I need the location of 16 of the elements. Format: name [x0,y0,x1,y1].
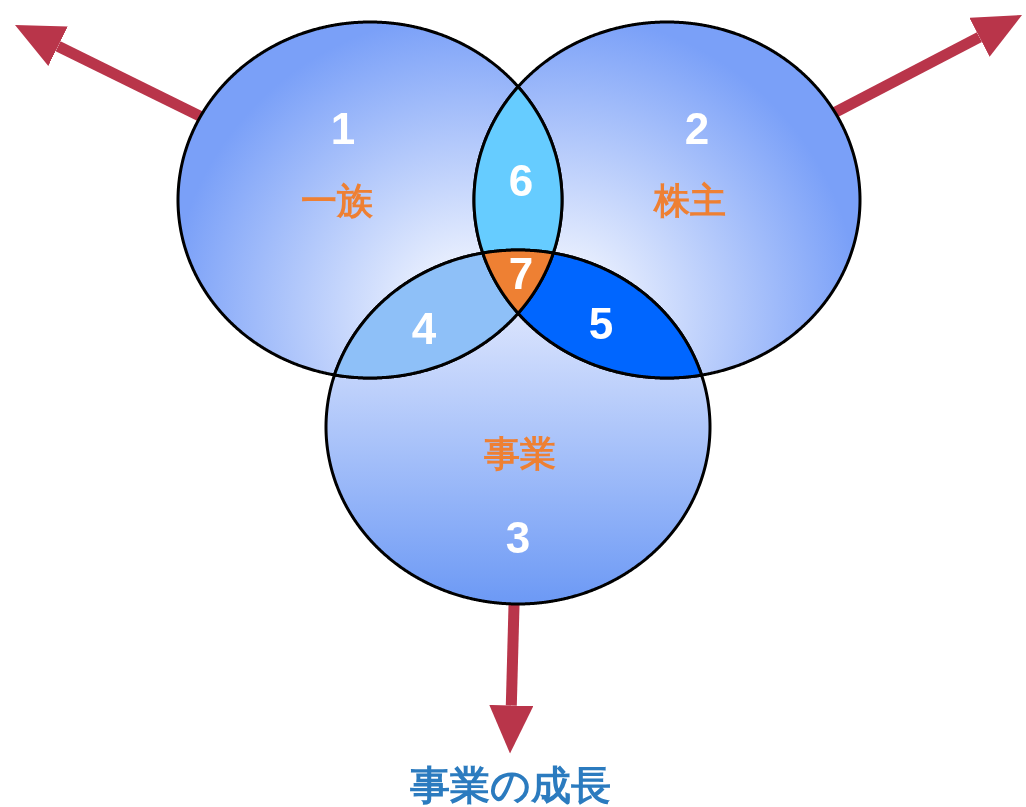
region-number: 1 [330,103,356,153]
region-number: 7 [508,248,534,298]
arrow [489,603,534,754]
region-label: 事業 [484,432,556,474]
arrow [15,25,203,122]
region-number: 2 [684,103,710,153]
overlap-region [481,248,555,315]
region-label: 一族 [301,179,373,221]
region-label: 株主 [654,179,726,221]
overlap-region [472,85,564,255]
region-number: 5 [588,298,614,348]
region-number: 4 [411,303,437,353]
caption-text: 事業の成長 [409,757,611,807]
arrow [832,15,1022,118]
region-number: 3 [505,512,531,562]
region-number: 6 [508,155,534,205]
